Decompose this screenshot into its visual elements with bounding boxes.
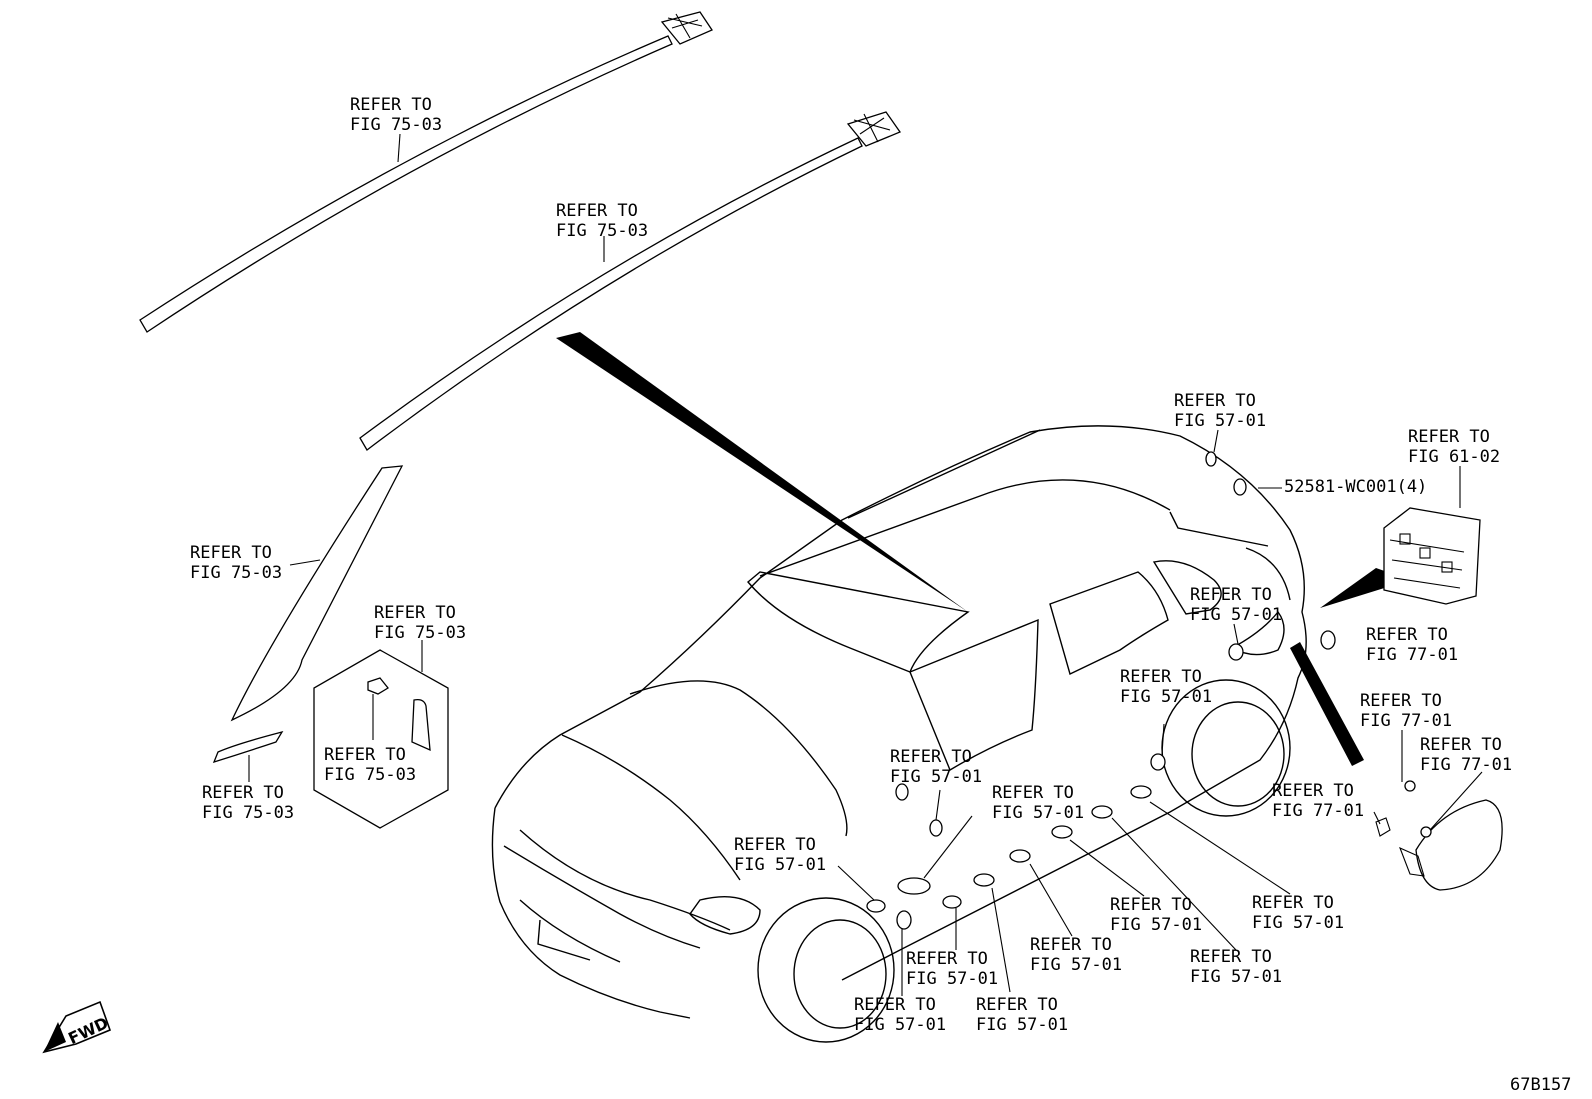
car-body (491, 425, 1307, 1019)
callout-15-line2: FIG 57-01 (992, 803, 1084, 823)
callout-14-line2: FIG 57-01 (890, 767, 982, 787)
callout-14-line1: REFER TO (890, 747, 972, 767)
rear-lamp-part (1383, 507, 1481, 605)
callout-19-line1: REFER TO (1110, 895, 1192, 915)
callout-16-line1: REFER TO (1272, 781, 1354, 801)
callout-9-line2: FIG 57-01 (1190, 605, 1282, 625)
callout-18-line2: FIG 57-01 (1252, 913, 1344, 933)
pointer-wedge-fuel (1290, 642, 1364, 766)
leader-lines (248, 133, 1483, 996)
callout-19-line2: FIG 57-01 (1110, 915, 1202, 935)
part-number-label: 52581-WC001(4) (1284, 477, 1427, 497)
callout-16-line2: FIG 77-01 (1272, 801, 1364, 821)
callout-21-line2: FIG 57-01 (1190, 967, 1282, 987)
callout-2-line1: REFER TO (556, 201, 638, 221)
callout-8-line1: REFER TO (1408, 427, 1490, 447)
callout-17-line2: FIG 57-01 (734, 855, 826, 875)
pointer-wedge-roof (556, 332, 968, 612)
callout-4-line1: REFER TO (374, 603, 456, 623)
callout-2-line2: FIG 75-03 (556, 221, 648, 241)
front-wheel (757, 897, 895, 1043)
callout-labels: REFER TO FIG 75-03 REFER TO FIG 75-03 RE… (190, 95, 1571, 1095)
callout-24-line1: REFER TO (976, 995, 1058, 1015)
callout-18-line1: REFER TO (1252, 893, 1334, 913)
callout-4-line2: FIG 75-03 (374, 623, 466, 643)
callout-20-line1: REFER TO (1030, 935, 1112, 955)
callout-10-line2: FIG 77-01 (1366, 645, 1458, 665)
callout-20-line2: FIG 57-01 (1030, 955, 1122, 975)
callout-17-line1: REFER TO (734, 835, 816, 855)
clips (866, 451, 1432, 930)
callout-24-line2: FIG 57-01 (976, 1015, 1068, 1035)
callout-9-line1: REFER TO (1190, 585, 1272, 605)
callout-1-line2: FIG 75-03 (350, 115, 442, 135)
callout-7-line2: FIG 57-01 (1174, 411, 1266, 431)
callout-6-line1: REFER TO (202, 783, 284, 803)
callout-11-line1: REFER TO (1120, 667, 1202, 687)
callout-6-line2: FIG 75-03 (202, 803, 294, 823)
detail-inset-hexagon (313, 649, 449, 829)
callout-13-line1: REFER TO (1420, 735, 1502, 755)
callout-3-line1: REFER TO (190, 543, 272, 563)
fuel-filler-lid (1375, 799, 1503, 891)
callout-8-line2: FIG 61-02 (1408, 447, 1500, 467)
callout-22-line1: REFER TO (906, 949, 988, 969)
callout-12-line1: REFER TO (1360, 691, 1442, 711)
callout-1-line1: REFER TO (350, 95, 432, 115)
callout-11-line2: FIG 57-01 (1120, 687, 1212, 707)
diagram-id: 67B157 (1510, 1075, 1571, 1095)
callout-22-line2: FIG 57-01 (906, 969, 998, 989)
callout-15-line1: REFER TO (992, 783, 1074, 803)
pillar-garnish (212, 465, 404, 764)
callout-3-line2: FIG 75-03 (190, 563, 282, 583)
roof-molding-upper (139, 11, 713, 333)
callout-23-line2: FIG 57-01 (854, 1015, 946, 1035)
callout-5-line1: REFER TO (324, 745, 406, 765)
fwd-direction-badge: FWD (42, 1000, 111, 1054)
callout-12-line2: FIG 77-01 (1360, 711, 1452, 731)
callout-21-line1: REFER TO (1190, 947, 1272, 967)
callout-13-line2: FIG 77-01 (1420, 755, 1512, 775)
roof-molding-lower (359, 111, 901, 451)
callout-7-line1: REFER TO (1174, 391, 1256, 411)
callout-5-line2: FIG 75-03 (324, 765, 416, 785)
callout-23-line1: REFER TO (854, 995, 936, 1015)
callout-10-line1: REFER TO (1366, 625, 1448, 645)
